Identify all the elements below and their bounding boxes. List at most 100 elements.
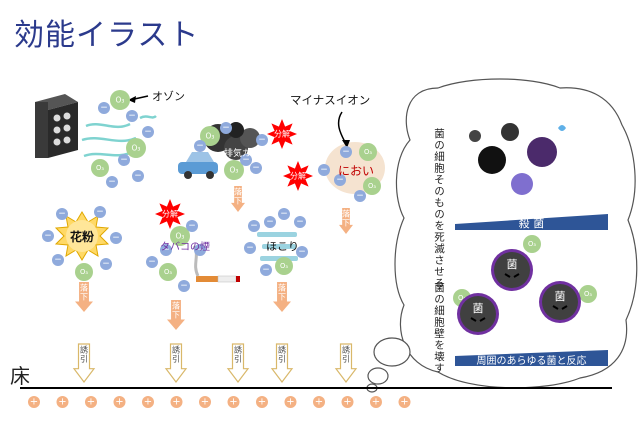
floor-label: 床 <box>10 364 30 388</box>
fall-arrow-text: 下 <box>234 197 242 206</box>
plus-ion-sign: + <box>87 397 95 408</box>
decompose-burst <box>155 199 185 229</box>
minus-ion-sign: − <box>280 209 288 219</box>
minus-ion <box>56 208 68 220</box>
minus-ion <box>244 242 256 254</box>
minus-ion-sign: − <box>54 255 62 265</box>
minus-ion <box>260 264 272 276</box>
ozone-ball <box>275 257 293 275</box>
fall-arrow <box>231 186 245 212</box>
smell-label: におい <box>338 164 375 178</box>
ozone-ball-text: O₃ <box>80 268 88 276</box>
induce-arrow-text: 誘 <box>172 345 180 355</box>
plus-ion-sign: + <box>58 397 66 408</box>
minus-ion <box>220 122 232 134</box>
minus-ion <box>240 154 252 166</box>
minus-ion <box>118 154 130 166</box>
plus-ion <box>227 396 240 408</box>
minus-ion-sign: − <box>222 123 230 133</box>
ozone-ball-text: O₃ <box>164 268 172 276</box>
ozone-ball-text: O₃ <box>96 164 104 172</box>
ozone-ball <box>91 159 109 177</box>
fall-arrow-text: 下 <box>172 311 180 320</box>
germ-label: 菌 <box>473 302 484 315</box>
minus-ion-sign: − <box>196 141 204 151</box>
minus-ion-sign: − <box>188 221 196 231</box>
plus-ion-sign: + <box>286 397 294 408</box>
minus-ion <box>248 220 260 232</box>
pollen-icon <box>54 211 110 261</box>
germ-body <box>542 284 578 320</box>
fall-arrow-text: 落 <box>80 283 88 293</box>
plus-ion-sign: + <box>144 397 152 408</box>
exhaust-label: 排気ガス <box>224 149 261 159</box>
plus-ion <box>170 396 183 408</box>
minus-ion <box>94 206 106 218</box>
germ-eyes <box>470 317 486 322</box>
induce-arrow-text: 引 <box>234 355 242 364</box>
ozone-ball <box>523 235 541 253</box>
ozone-ball-text: O₃ <box>230 166 239 175</box>
minus-ion-sign: − <box>108 177 116 187</box>
fall-arrow-text: 落 <box>342 209 350 219</box>
induce-arrow-text: 引 <box>278 355 286 364</box>
page-title: 効能イラスト <box>14 18 200 53</box>
minus-ion <box>264 216 276 228</box>
minus-ion-sign: − <box>258 135 266 145</box>
plus-ion-sign: + <box>172 397 180 408</box>
induce-arrow-text: 引 <box>80 355 88 364</box>
germ-body <box>494 252 530 288</box>
minus-ion-sign: − <box>144 127 152 137</box>
ozone-ball-text: O₃ <box>206 132 215 141</box>
plus-ion-sign: + <box>372 397 380 408</box>
minus-ion <box>334 174 346 186</box>
plus-ion-sign: + <box>30 397 38 408</box>
minus-ion-sign: − <box>262 265 270 275</box>
minus-ion-sign: − <box>162 245 170 255</box>
minus-ion <box>126 110 138 122</box>
plus-ion <box>28 396 40 408</box>
plus-ion <box>85 396 97 408</box>
minus-ion <box>98 102 110 114</box>
kill-description: 菌の細胞そのものを死滅させる <box>433 128 445 289</box>
minus-ion <box>278 208 290 220</box>
ozone-label: オゾン <box>152 90 185 103</box>
ozone-ball <box>75 263 93 281</box>
ozone-ball <box>126 138 146 158</box>
plus-ion <box>256 396 268 408</box>
germ-eyes <box>504 273 520 278</box>
bubble-tail-large <box>373 337 411 367</box>
minus-ion-sign: − <box>112 233 120 243</box>
fall-arrow <box>339 208 353 234</box>
minus-ion-sign: − <box>44 231 52 241</box>
decompose-label: 分解 <box>290 171 306 181</box>
plus-ion <box>341 396 354 408</box>
ozone-ball-text: O₃ <box>364 148 372 156</box>
plus-ion-sign: + <box>315 397 323 408</box>
plus-ion-sign: + <box>229 397 237 408</box>
decompose-label: 分解 <box>274 129 290 139</box>
minus-ion <box>160 244 172 256</box>
fall-arrow <box>273 282 291 312</box>
plus-ion <box>199 396 211 408</box>
induce-arrow-text: 引 <box>172 355 180 364</box>
minus-ion-sign: − <box>342 147 350 157</box>
minus-ion <box>52 254 64 266</box>
minus-ion <box>106 176 118 188</box>
decompose-label: 分解 <box>162 209 178 219</box>
fall-arrow-text: 落 <box>172 301 180 311</box>
fall-arrow-text: 下 <box>342 219 350 228</box>
kill-bar <box>455 214 608 230</box>
ozone-ball <box>200 126 220 146</box>
minus-ion-label: マイナスイオン <box>290 93 371 107</box>
plus-ion-sign: + <box>343 397 351 408</box>
induce-arrow-text: 誘 <box>80 345 88 355</box>
minus-ion-sign: − <box>128 111 136 121</box>
fall-arrow-text: 下 <box>278 293 286 302</box>
induce-arrow <box>72 343 96 383</box>
minus-ion-sign: − <box>320 165 328 175</box>
minus-ion-sign: − <box>298 247 306 257</box>
minus-ion-sign: − <box>336 175 344 185</box>
induce-arrow <box>164 343 188 383</box>
